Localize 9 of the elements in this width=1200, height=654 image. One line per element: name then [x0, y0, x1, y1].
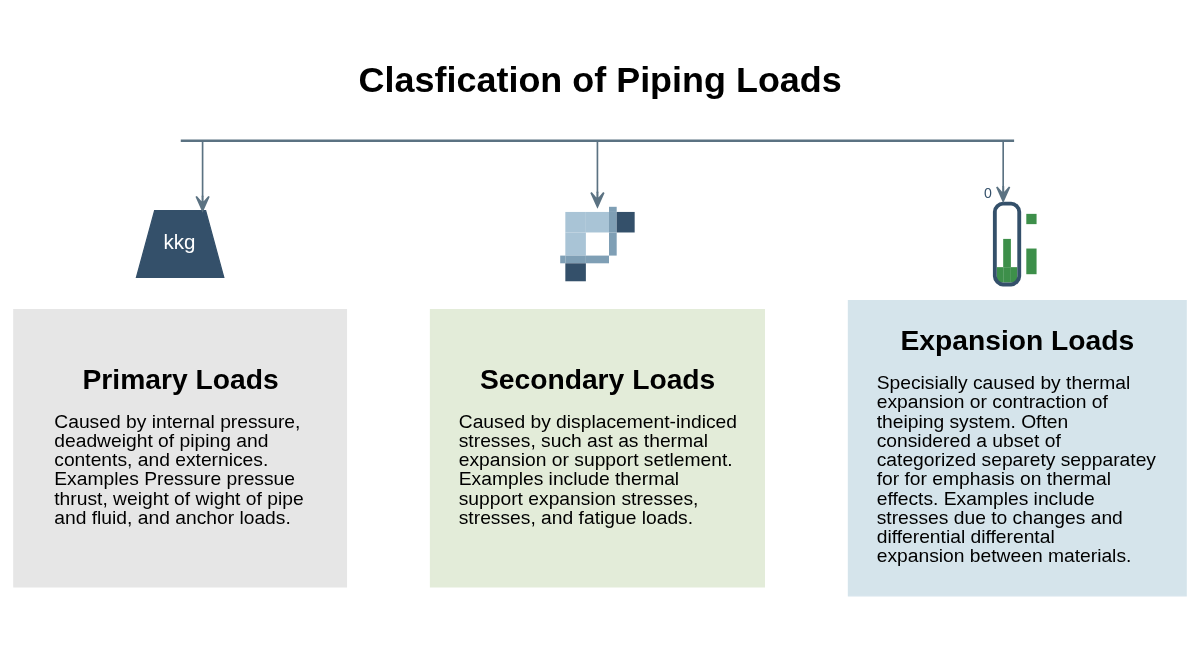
node-box: Secondary Loads Caused by displacement-indiced stresses, such ast as thermal expansion or support setlement. Examples include thermal support expansion stresses, stresses, and fatigue loads.	[429, 308, 765, 587]
node-box: Expansion Loads Specisially caused by thermal expansion or contraction of theiping system. Often considered a ubset of categorized separety sepparatey for for emphasis on thermal effects. Examples include stresses due to changes and differential differental expansion between materials.	[847, 299, 1187, 596]
arrow	[590, 140, 605, 208]
node-bar	[180, 138, 1015, 142]
arrow	[195, 140, 210, 211]
node-box: Primary Loads Caused by internal pressure, deadweight of piping and contents, and externices. Examples Pressure pressue thrust, weight of wight of pipe and fluid, and anchor loads.	[13, 308, 348, 587]
diagram-title: Clasfication of Piping Loads	[358, 58, 842, 100]
arrow	[996, 140, 1011, 202]
node-label: 0	[983, 184, 992, 201]
